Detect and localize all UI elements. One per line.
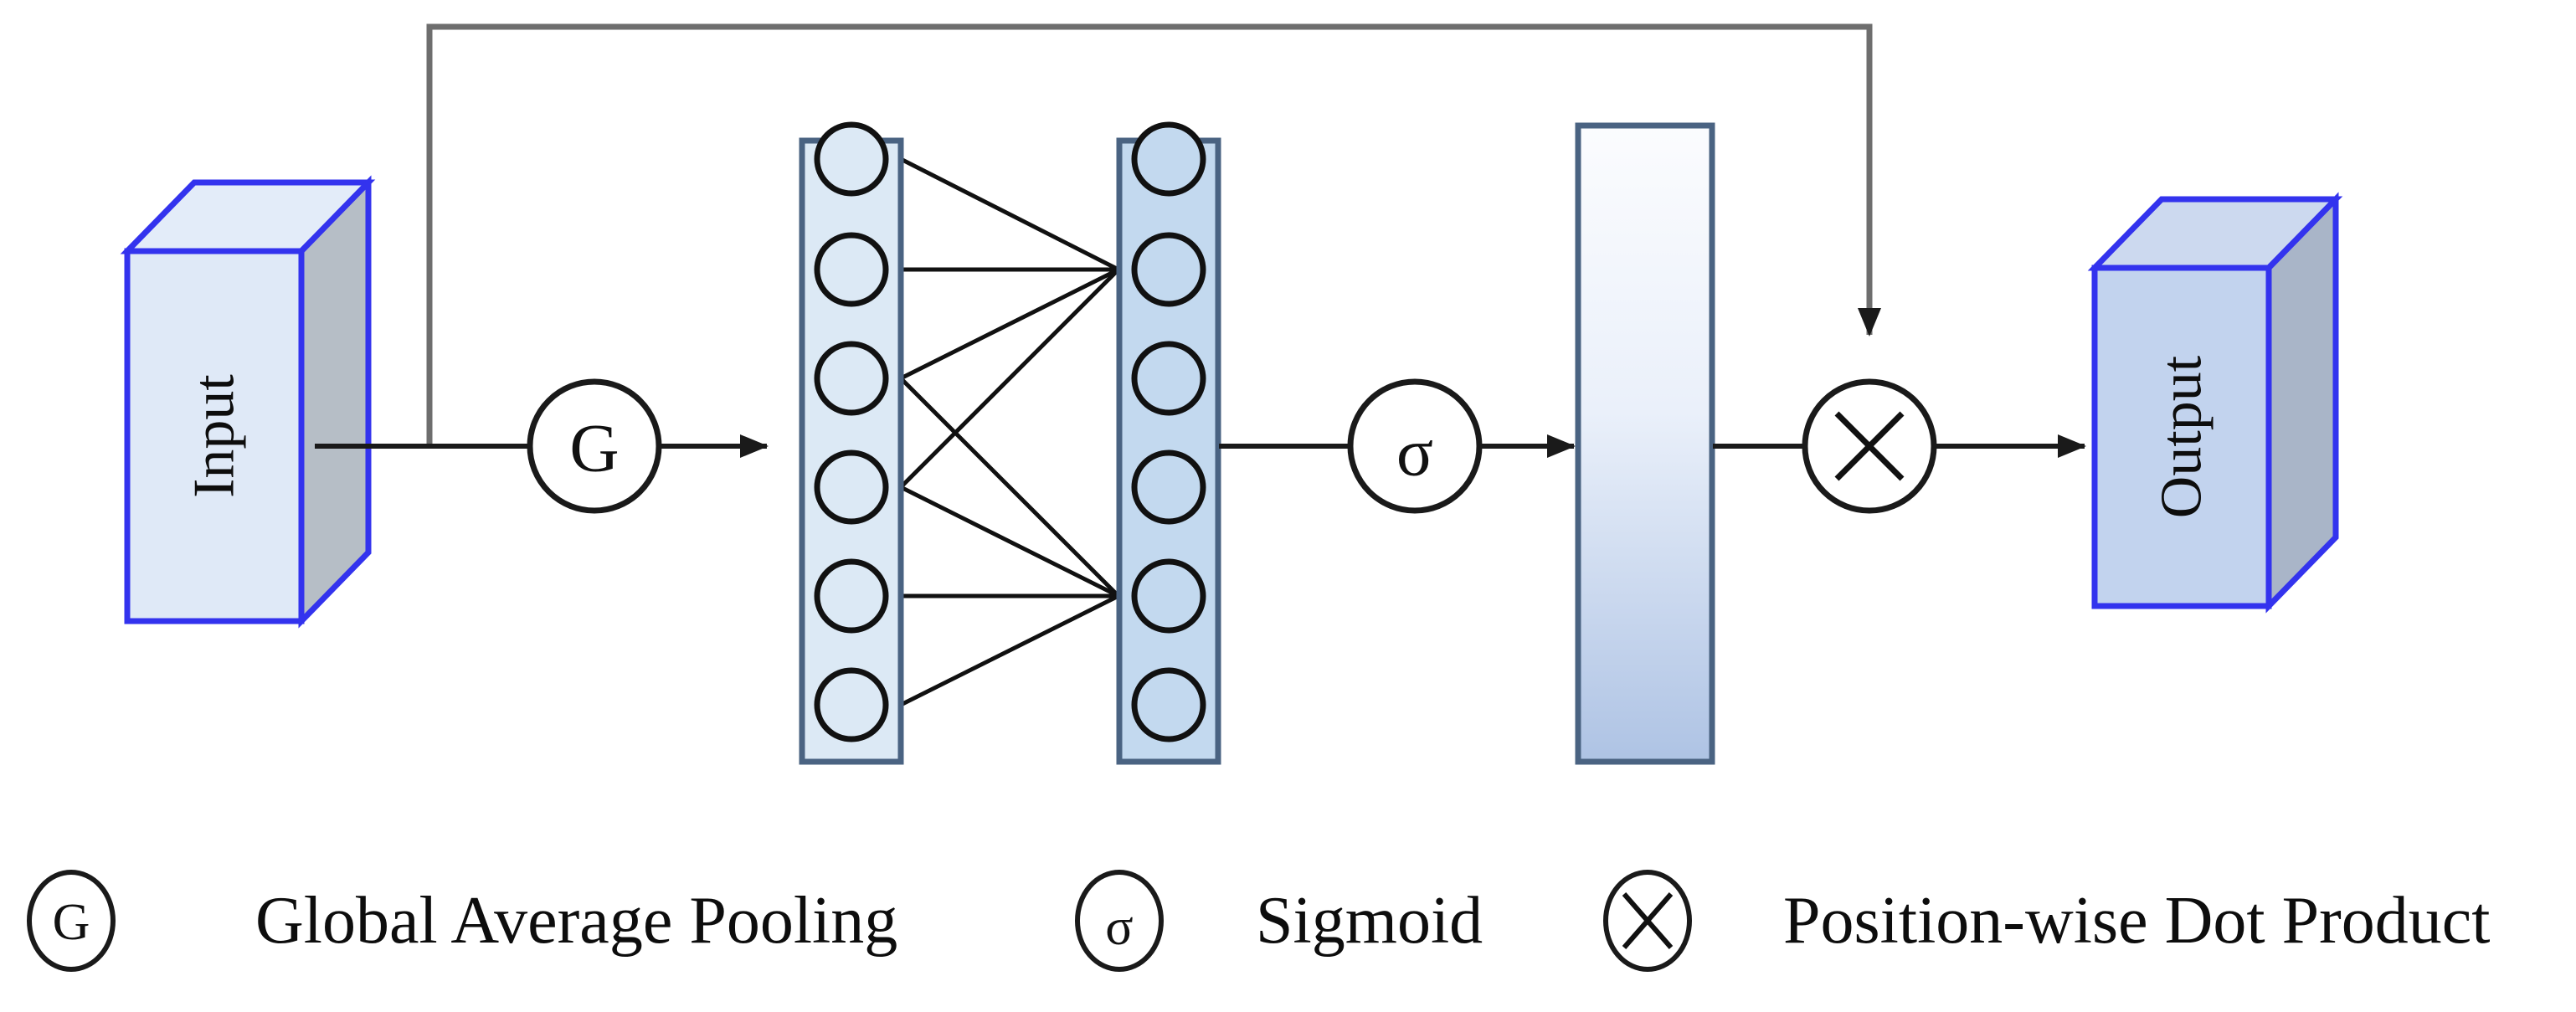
legend-item-gap: G Global Average Pooling bbox=[27, 870, 897, 972]
input-block-label: Input bbox=[183, 374, 247, 498]
fully-connected-layer-1[interactable] bbox=[799, 121, 904, 765]
sigmoid-legend-glyph: σ bbox=[1105, 899, 1133, 956]
fc1-node-2 bbox=[814, 232, 889, 307]
sigmoid-node-circle bbox=[1347, 378, 1483, 514]
gap-node-circle bbox=[527, 378, 662, 514]
fc2-nodes bbox=[1131, 121, 1206, 742]
input-block-front-face bbox=[124, 248, 305, 624]
fc-connection-edges bbox=[899, 157, 1120, 707]
fc2-node-1 bbox=[1131, 121, 1206, 197]
sigmoid-node[interactable]: σ bbox=[1347, 378, 1483, 514]
multiply-legend-stroke-b bbox=[1622, 892, 1674, 949]
edge-3-2 bbox=[899, 267, 1120, 381]
output-block: Output bbox=[2087, 192, 2343, 614]
fc2-node-3 bbox=[1131, 341, 1206, 416]
legend: G Global Average Pooling σ Sigmoid Posit… bbox=[27, 870, 2490, 972]
dot-product-node[interactable] bbox=[1802, 378, 1937, 514]
output-block-side-face bbox=[2265, 192, 2339, 614]
residual-skip-path bbox=[426, 23, 1881, 446]
fc1-node-1 bbox=[814, 121, 889, 197]
fc1-node-4 bbox=[814, 449, 889, 525]
gap-legend-label: Global Average Pooling bbox=[255, 884, 897, 958]
multiply-legend-label: Position-wise Dot Product bbox=[1783, 884, 2490, 958]
fc1-node-3 bbox=[814, 341, 889, 416]
legend-item-sigmoid: σ Sigmoid bbox=[1075, 870, 1483, 972]
fc2-node-4 bbox=[1131, 449, 1206, 525]
attention-weight-bar[interactable] bbox=[1575, 122, 1715, 765]
legend-item-multiply: Position-wise Dot Product bbox=[1603, 870, 2490, 972]
fc1-node-6 bbox=[814, 667, 889, 742]
multiply-node-stroke-b bbox=[1834, 411, 1905, 481]
edge-6-5 bbox=[899, 593, 1120, 707]
edge-4-2 bbox=[899, 268, 1120, 489]
output-block-front-face bbox=[2091, 265, 2272, 609]
fc2-node-6 bbox=[1131, 667, 1206, 742]
gap-legend-icon bbox=[27, 870, 116, 972]
attention-bar-rect bbox=[1575, 122, 1715, 765]
fc1-nodes bbox=[814, 121, 889, 742]
edge-1-2 bbox=[899, 157, 1120, 272]
sigmoid-legend-icon bbox=[1075, 870, 1164, 972]
sigmoid-legend-label: Sigmoid bbox=[1256, 884, 1483, 958]
sigmoid-node-glyph: σ bbox=[1396, 414, 1433, 491]
gap-node-glyph: G bbox=[569, 410, 619, 486]
output-block-label: Output bbox=[2150, 355, 2214, 518]
edge-4-5 bbox=[899, 485, 1120, 598]
edge-3-5 bbox=[899, 377, 1120, 598]
input-block: Input bbox=[120, 175, 376, 629]
fully-connected-layer-2[interactable] bbox=[1116, 121, 1221, 765]
gap-legend-glyph: G bbox=[53, 894, 90, 951]
fc2-node-2 bbox=[1131, 232, 1206, 307]
fc1-node-5 bbox=[814, 558, 889, 634]
global-average-pooling-node[interactable]: G bbox=[527, 378, 662, 514]
input-block-side-face bbox=[298, 175, 372, 629]
fc2-node-5 bbox=[1131, 558, 1206, 634]
